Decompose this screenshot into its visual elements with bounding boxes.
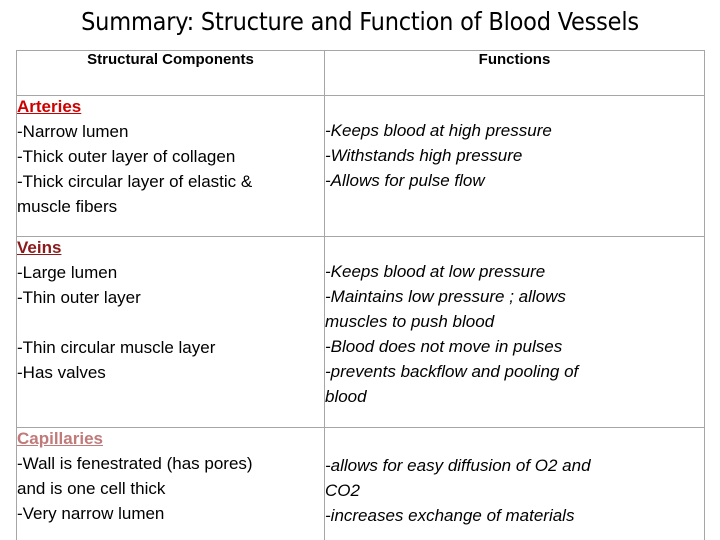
- structure-line: -Thick outer layer of collagen: [17, 147, 236, 166]
- column-header-structural-components-label: Structural Components: [87, 51, 254, 68]
- structure-line-blank: [17, 310, 324, 335]
- row-heading-capillaries: Capillaries: [17, 429, 103, 448]
- function-line: -increases exchange of materials: [325, 506, 575, 525]
- table-body: Arteries -Narrow lumen -Thick outer laye…: [16, 95, 705, 540]
- structure-line: -Large lumen: [17, 263, 118, 282]
- structure-line: muscle fibers: [17, 197, 118, 216]
- spacer: [325, 428, 704, 453]
- structure-line: -Has valves: [17, 363, 106, 382]
- function-line: muscles to push blood: [325, 312, 495, 331]
- structure-line: -Narrow lumen: [17, 122, 129, 141]
- function-line: -prevents backflow and pooling of: [325, 362, 579, 381]
- function-line: -Allows for pulse flow: [325, 171, 485, 190]
- structure-line: -Thick circular layer of elastic &: [17, 172, 253, 191]
- column-header-functions: Functions: [324, 50, 705, 96]
- function-line: -Keeps blood at high pressure: [325, 121, 552, 140]
- structure-line: -Wall is fenestrated (has pores): [17, 454, 253, 473]
- function-line: -Blood does not move in pulses: [325, 337, 563, 356]
- structure-line: -Very narrow lumen: [17, 504, 165, 523]
- table-row: Arteries -Narrow lumen -Thick outer laye…: [16, 95, 705, 237]
- structure-line: and is one cell thick: [17, 479, 166, 498]
- spacer: [325, 237, 704, 259]
- table-header: Structural Components Functions: [16, 50, 705, 96]
- function-line: -Withstands high pressure: [325, 146, 523, 165]
- table-header-row: Structural Components Functions: [16, 50, 705, 96]
- table-row: Veins -Large lumen -Thin outer layer -Th…: [16, 236, 705, 428]
- cell-structure-arteries: Arteries -Narrow lumen -Thick outer laye…: [16, 95, 325, 237]
- function-line: -Keeps blood at low pressure: [325, 262, 546, 281]
- column-header-structural-components: Structural Components: [16, 50, 325, 96]
- function-line: CO2: [325, 481, 360, 500]
- structure-line: -Thin outer layer: [17, 288, 141, 307]
- function-line: blood: [325, 387, 367, 406]
- cell-structure-capillaries: Capillaries -Wall is fenestrated (has po…: [16, 427, 325, 540]
- table-row: Capillaries -Wall is fenestrated (has po…: [16, 427, 705, 540]
- function-line: -Maintains low pressure ; allows: [325, 287, 566, 306]
- function-line: -allows for easy diffusion of O2 and: [325, 456, 591, 475]
- cell-structure-veins: Veins -Large lumen -Thin outer layer -Th…: [16, 236, 325, 428]
- row-heading-arteries: Arteries: [17, 97, 82, 116]
- blood-vessel-summary-table: Structural Components Functions Arteries…: [16, 50, 705, 540]
- page-title: Summary: Structure and Function of Blood…: [81, 7, 639, 36]
- column-header-functions-label: Functions: [478, 51, 551, 68]
- cell-functions-arteries: -Keeps blood at high pressure -Withstand…: [324, 95, 705, 237]
- cell-functions-capillaries: -allows for easy diffusion of O2 and CO2…: [324, 427, 705, 540]
- summary-table-container: Structural Components Functions Arteries…: [16, 50, 705, 540]
- cell-functions-veins: -Keeps blood at low pressure -Maintains …: [324, 236, 705, 428]
- structure-line: -Thin circular muscle layer: [17, 338, 216, 357]
- row-heading-veins: Veins: [17, 238, 62, 257]
- spacer: [325, 96, 704, 118]
